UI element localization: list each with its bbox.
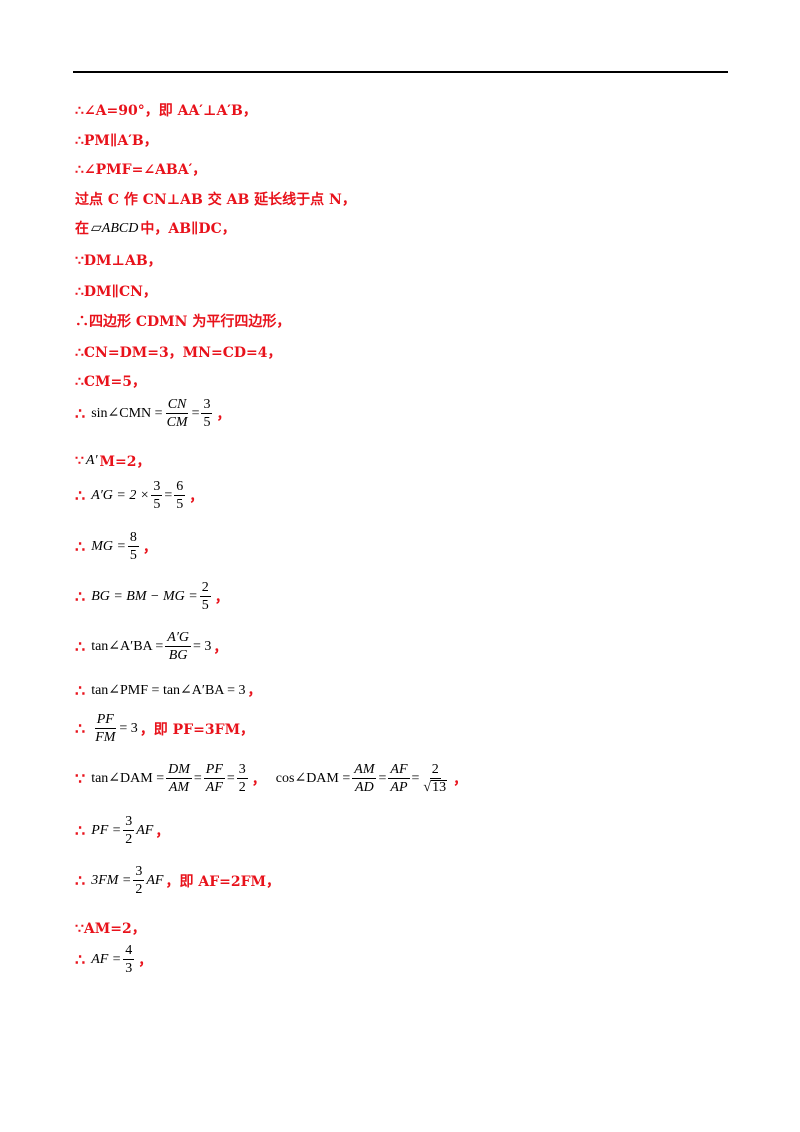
step-text: ，即 AF=2FM， [165,873,281,890]
step-text: ∴∠PMF=∠ABA′， [75,162,207,178]
step-6: ∵DM⊥AB， [75,250,162,270]
step-5: 在 ▱ABCD 中，AB∥DC， [75,218,236,238]
sqrt-icon: √13 [423,780,448,795]
therefore-symbol: ∴ [75,486,86,505]
step-3: ∴∠PMF=∠ABA′， [75,159,206,179]
variable: A′ [85,453,98,468]
because-symbol: ∵ [75,769,86,788]
comma: ， [247,683,262,699]
therefore-symbol: ∴ [75,719,86,738]
step-text: M=2， [99,454,151,470]
step-text: ∵AM=2， [75,921,146,937]
therefore-symbol: ∴ [75,680,86,700]
comma: ， [138,952,153,969]
therefore-symbol: ∴ [75,950,86,969]
step-text: ∴四边形 CDMN 为平行四边形， [75,314,291,330]
comma: ， [214,589,229,606]
step-7: ∴DM∥CN， [75,281,157,301]
therefore-symbol: ∴ [75,871,86,890]
step-text: ∵DM⊥AB， [75,253,162,269]
step-4: 过点 C 作 CN⊥AB 交 AB 延长线于点 N， [75,189,356,209]
comma: ， [142,539,157,556]
step-text: 中，AB∥DC， [140,221,236,237]
step-text: ∴CM=5， [75,374,147,390]
therefore-symbol: ∴ [75,587,86,606]
step-12: ∵ A′ M=2， [75,451,151,471]
therefore-symbol: ∴ [75,537,86,556]
header-rule [73,71,728,73]
step-text: ∴∠A=90°，即 AA′⊥A′B， [75,103,257,119]
step-text: 过点 C 作 CN⊥AB 交 AB 延长线于点 N， [75,192,356,208]
step-2: ∴PM∥A′B， [75,130,158,150]
step-8: ∴四边形 CDMN 为平行四边形， [75,311,290,331]
comma: ， [216,406,231,423]
step-10: ∴CM=5， [75,371,146,391]
therefore-symbol: ∴ [75,821,86,840]
parallelogram-symbol: ▱ABCD [91,220,139,236]
comma: ， [251,771,266,788]
step-text: ，即 PF=3FM， [139,721,255,738]
comma: ， [453,771,468,788]
therefore-symbol: ∴ [75,637,86,656]
comma: ， [189,488,204,505]
step-9: ∴CN=DM=3，MN=CD=4， [75,342,281,362]
fraction: 2 √13 [423,762,448,795]
step-1: ∴∠A=90°，即 AA′⊥A′B， [75,100,257,120]
comma: ， [213,639,228,656]
step-text: ∴CN=DM=3，MN=CD=4， [75,345,282,361]
because-symbol: ∵ [75,453,84,469]
step-17: ∴ tan∠PMF = tan∠A′BA = 3 ， [75,680,262,700]
step-text: ∴DM∥CN， [75,284,157,300]
formula: tan∠PMF = tan∠A′BA = 3 [91,682,246,698]
step-text: ∴PM∥A′B， [75,133,158,149]
step-22: ∵AM=2， [75,918,146,938]
comma: ， [155,823,170,840]
step-text: 在 [75,221,89,237]
therefore-symbol: ∴ [75,404,86,423]
